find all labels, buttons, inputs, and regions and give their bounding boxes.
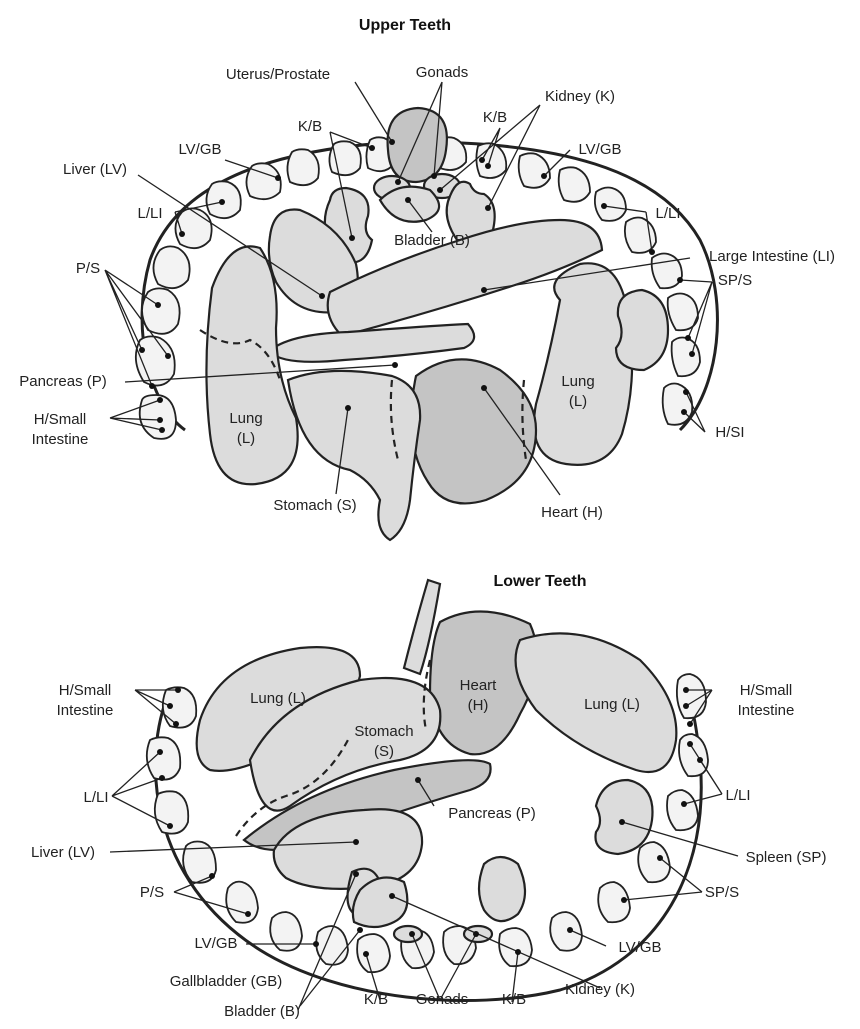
lower-tooth xyxy=(550,912,582,951)
lower-label-liver: Liver (LV) xyxy=(31,844,95,861)
upper-label-h-small-1: H/Small xyxy=(34,411,87,428)
upper-label-bladder: Bladder (B) xyxy=(394,232,470,249)
upper-tooth xyxy=(559,167,590,201)
lower-spleen xyxy=(595,780,652,854)
upper-label-lung-left-2: (L) xyxy=(237,430,255,447)
upper-label-hsi: H/SI xyxy=(715,424,744,441)
lower-label-stomach-1: Stomach xyxy=(354,723,413,740)
lower-teeth-chart: Lower Teeth xyxy=(31,573,826,1020)
lower-label-pancreas: Pancreas (P) xyxy=(448,805,536,822)
upper-label-lli-right: L/LI xyxy=(655,205,680,222)
upper-label-lli-left: L/LI xyxy=(137,205,162,222)
upper-label-kb-right: K/B xyxy=(483,109,507,126)
lower-label-heart-2: (H) xyxy=(468,697,489,714)
lower-label-kb-right: K/B xyxy=(502,991,526,1008)
lower-label-bladder: Bladder (B) xyxy=(224,1003,300,1020)
upper-label-sps: SP/S xyxy=(718,272,752,289)
upper-tooth xyxy=(142,288,180,333)
upper-tooth xyxy=(175,208,211,248)
lower-label-kb-left: K/B xyxy=(364,991,388,1008)
upper-label-lung-right-2: (L) xyxy=(569,393,587,410)
upper-label-liver: Liver (LV) xyxy=(63,161,127,178)
lower-tooth xyxy=(270,912,302,951)
upper-label-h-small-2: Intestine xyxy=(32,431,89,448)
upper-uterus-prostate xyxy=(388,108,447,182)
upper-label-heart: Heart (H) xyxy=(541,504,603,521)
lower-label-h-small-right-2: Intestine xyxy=(738,702,795,719)
lower-label-spleen: Spleen (SP) xyxy=(746,849,827,866)
lower-label-lung-right: Lung (L) xyxy=(584,696,640,713)
upper-label-kidney: Kidney (K) xyxy=(545,88,615,105)
lower-tooth xyxy=(679,734,708,776)
lower-tooth xyxy=(316,926,348,965)
upper-teeth-chart: Upper Teeth xyxy=(19,17,835,540)
lower-label-h-small-left-1: H/Small xyxy=(59,682,112,699)
upper-tooth xyxy=(329,141,360,175)
lower-label-lli-left: L/LI xyxy=(83,789,108,806)
lower-label-stomach-2: (S) xyxy=(374,743,394,760)
lower-label-sps: SP/S xyxy=(705,884,739,901)
lower-label-gonads: Gonads xyxy=(416,991,469,1008)
lower-label-heart-1: Heart xyxy=(460,677,498,694)
upper-tooth xyxy=(595,188,626,221)
lower-teeth-title: Lower Teeth xyxy=(493,573,586,590)
upper-tooth xyxy=(287,149,318,185)
upper-label-pancreas: Pancreas (P) xyxy=(19,373,107,390)
upper-label-kb-left: K/B xyxy=(298,118,322,135)
upper-tooth xyxy=(519,153,550,187)
lower-label-lvgb-left: LV/GB xyxy=(194,935,237,952)
upper-tooth xyxy=(652,254,682,289)
upper-label-large-intestine: Large Intestine (LI) xyxy=(709,248,835,265)
lower-label-h-small-right-1: H/Small xyxy=(740,682,793,699)
upper-label-ps: P/S xyxy=(76,260,100,277)
upper-heart xyxy=(411,359,536,503)
lower-label-gallbladder: Gallbladder (GB) xyxy=(170,973,283,990)
upper-label-stomach: Stomach (S) xyxy=(273,497,356,514)
upper-bladder xyxy=(380,187,439,222)
upper-label-gonads: Gonads xyxy=(416,64,469,81)
upper-lung-right xyxy=(534,263,632,465)
lower-label-ps: P/S xyxy=(140,884,164,901)
upper-spleen xyxy=(616,290,668,370)
lower-tooth xyxy=(357,934,390,972)
lower-tooth xyxy=(147,737,180,779)
lower-tooth xyxy=(499,928,532,966)
lower-label-kidney: Kidney (K) xyxy=(565,981,635,998)
lower-tooth xyxy=(226,882,258,923)
upper-label-lvgb-left: LV/GB xyxy=(178,141,221,158)
lower-kidney-right xyxy=(479,857,525,921)
upper-stomach xyxy=(288,371,420,540)
lower-label-lung-left: Lung (L) xyxy=(250,690,306,707)
upper-teeth-title: Upper Teeth xyxy=(359,17,451,34)
upper-label-lung-right-1: Lung xyxy=(561,373,594,390)
upper-label-uterus-prostate: Uterus/Prostate xyxy=(226,66,330,83)
lower-gonad-left xyxy=(394,926,422,942)
lower-tooth xyxy=(667,790,698,830)
lower-label-lli-right: L/LI xyxy=(725,787,750,804)
upper-label-lung-left-1: Lung xyxy=(229,410,262,427)
upper-tooth xyxy=(153,246,189,288)
upper-pancreas xyxy=(268,324,474,362)
lower-label-lvgb-right: LV/GB xyxy=(618,939,661,956)
upper-label-lvgb-right: LV/GB xyxy=(578,141,621,158)
upper-tooth xyxy=(672,338,700,377)
lower-label-h-small-left-2: Intestine xyxy=(57,702,114,719)
